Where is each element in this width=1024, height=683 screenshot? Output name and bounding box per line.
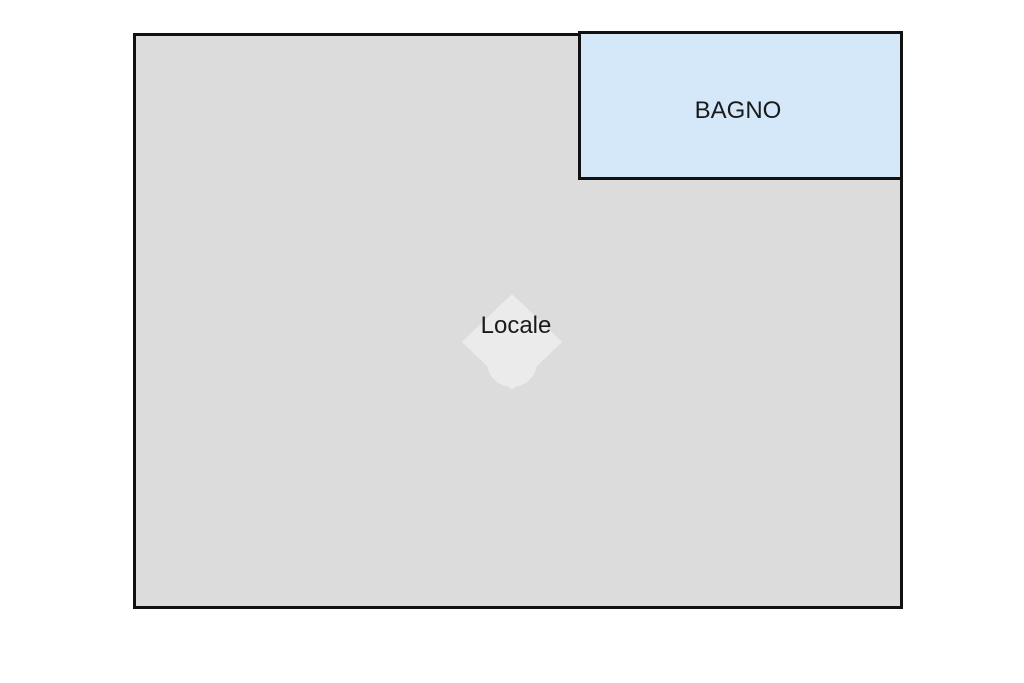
room-bagno	[578, 31, 903, 180]
watermark-logo-icon	[462, 294, 562, 390]
room-label-bagno: BAGNO	[694, 97, 782, 124]
room-label-locale: Locale	[480, 312, 552, 339]
